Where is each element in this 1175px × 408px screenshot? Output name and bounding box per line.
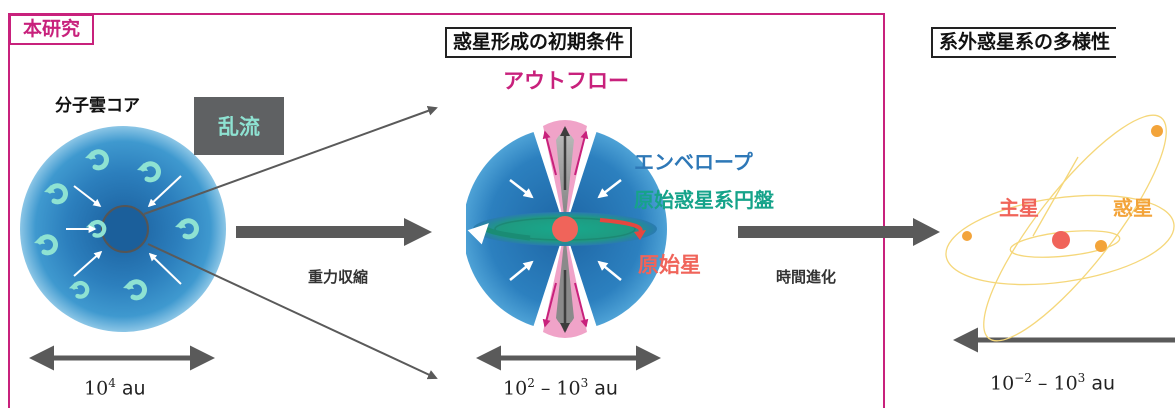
envelope-label: エンベロープ	[634, 150, 753, 174]
envelope-infall-arrows	[509, 179, 622, 281]
protostar-dot	[552, 216, 578, 242]
disk-rotation-left	[467, 223, 531, 245]
diversity-title: 系外惑星系の多様性	[931, 27, 1117, 58]
infall-arrows	[66, 175, 182, 285]
core-scale-label: 104 au	[84, 376, 146, 400]
evolution-arrow	[738, 218, 940, 246]
evolution-label: 時間進化	[776, 268, 837, 286]
molecular-core	[20, 126, 226, 332]
disk-label: 原始惑星系円盤	[634, 188, 774, 212]
contraction-label: 重力収縮	[308, 268, 369, 286]
zoom-line-bottom	[147, 243, 438, 380]
zoom-line-top	[143, 106, 438, 215]
study-tag: 本研究	[9, 14, 95, 45]
host-star-label: 主星	[999, 196, 1039, 220]
system-scale-label: 10−2 – 103 au	[990, 371, 1116, 395]
host-star-dot	[1052, 231, 1070, 249]
planet-dot-inner	[1095, 240, 1107, 252]
turbulence-label: 乱流	[194, 97, 284, 155]
protostar-label: 原始星	[638, 253, 701, 277]
planetary-system	[945, 114, 1175, 342]
planet-dot-outer-top	[1151, 125, 1163, 137]
disk-rotation-right	[599, 218, 643, 234]
outflow-label: アウトフロー	[503, 69, 629, 93]
outflow-edge-arrows	[542, 130, 589, 328]
study-frame	[8, 13, 885, 408]
planet-dot-outer-left	[962, 231, 972, 241]
disk-scale-label: 102 – 103 au	[503, 376, 618, 400]
planet-label: 惑星	[1113, 196, 1153, 220]
core-label: 分子雲コア	[55, 96, 140, 116]
contraction-arrow	[236, 218, 432, 246]
dense-core	[101, 205, 149, 253]
initial-conditions-title: 惑星形成の初期条件	[445, 27, 633, 58]
